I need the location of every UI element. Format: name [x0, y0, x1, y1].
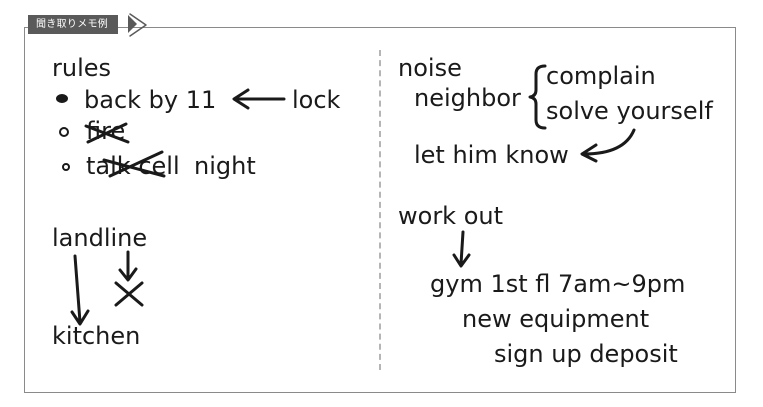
gym-hours-text: gym 1st fl 7am~9pm — [430, 270, 686, 298]
column-divider — [379, 50, 381, 370]
new-equipment-text: new equipment — [462, 305, 650, 333]
landline-label: landline — [52, 224, 148, 252]
rule-lock-note: lock — [292, 86, 341, 114]
rules-heading: rules — [52, 54, 112, 82]
bullet-icon — [56, 94, 68, 103]
solve-yourself-option: solve yourself — [546, 97, 713, 125]
rule-fire-struck: fire — [86, 117, 126, 145]
tab-arrow-icon — [128, 15, 137, 33]
rule-talk-cell-struck: talk cell — [86, 152, 180, 180]
work-out-heading: work out — [398, 202, 504, 230]
rule-night: night — [194, 152, 256, 180]
rule-back-by-11: back by 11 — [84, 86, 217, 114]
kitchen-label: kitchen — [52, 322, 141, 350]
bullet-icon — [62, 163, 70, 171]
neighbor-label: neighbor — [414, 84, 521, 112]
memo-tab-label: 聞き取りメモ例 — [28, 15, 119, 34]
sign-up-deposit-text: sign up deposit — [494, 340, 678, 368]
let-him-know-label: let him know — [414, 141, 569, 169]
bullet-icon — [59, 127, 69, 137]
complain-option: complain — [546, 62, 656, 90]
noise-heading: noise — [398, 54, 462, 82]
